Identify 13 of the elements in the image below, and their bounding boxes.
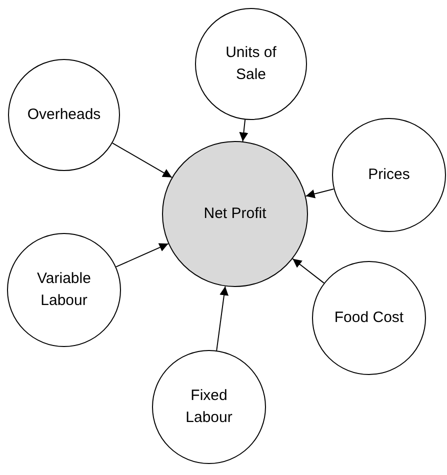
arrow [216, 286, 228, 351]
node-label: Overheads [27, 105, 101, 125]
node-label: Fixed Labour [184, 386, 234, 428]
node-label: Units of Sale [224, 43, 278, 85]
arrow [239, 119, 248, 142]
node-label: Variable Labour [36, 269, 92, 311]
node-label: Food Cost [334, 308, 404, 328]
node-label: Net Profit [204, 204, 266, 224]
arrow [305, 188, 334, 198]
arrow [112, 142, 172, 178]
arrow [292, 258, 324, 284]
arrow [116, 243, 169, 268]
node-label: Prices [368, 165, 410, 185]
